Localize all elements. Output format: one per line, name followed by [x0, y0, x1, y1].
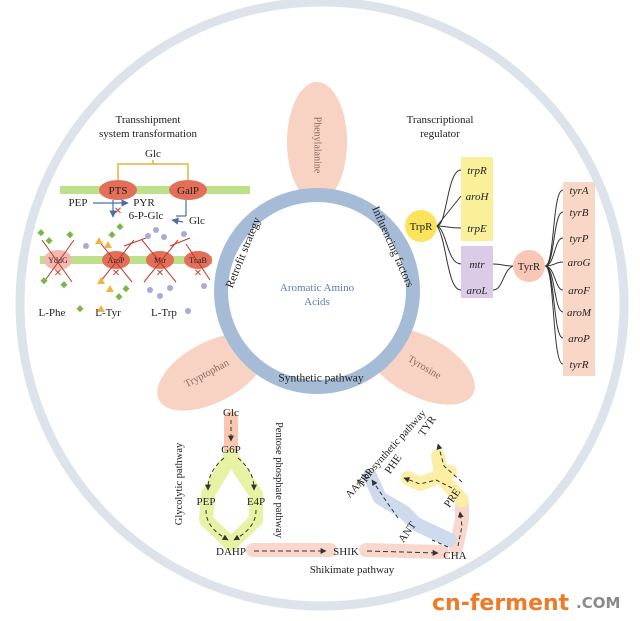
gene-tyrP: tyrP [570, 233, 589, 245]
pyr-label: PYR [133, 197, 155, 209]
gene-aroP: aroP [568, 333, 590, 345]
watermark-main: cn-ferment [432, 591, 570, 616]
efflux-arrows [41, 237, 211, 283]
regulator-title-line1: Transcriptional [407, 114, 474, 126]
yddg-transporter [44, 250, 72, 270]
tyrr-gene-box [563, 182, 595, 376]
tnab-label: TnaB [189, 256, 207, 265]
center-title-line1: Aromatic Amino [280, 282, 355, 294]
mid-gene-box [461, 246, 493, 298]
trpr-bracket [436, 169, 462, 229]
lphe-legend-label: L-Phe [39, 307, 66, 319]
gene-aroM: aroM [567, 307, 592, 319]
upper-membrane [60, 186, 250, 194]
watermark-suffix: .COM [576, 594, 620, 612]
tyrr-left-links [492, 263, 514, 291]
center-title-line2: Acids [304, 296, 330, 308]
cross-mark-pyr: ✕ [114, 206, 122, 217]
gene-aroF: aroF [568, 285, 590, 297]
label-pentose: Pentose phosphate pathway [273, 422, 284, 539]
tyrr-label: TyrR [518, 261, 541, 273]
cross-mark-yddg: ✕ [54, 268, 62, 279]
gene-trpE: trpE [467, 223, 487, 235]
pathway-glc: Glc [223, 407, 239, 419]
mid-bracket [436, 225, 462, 291]
ltyr-legend-label: L-Tyr [95, 307, 121, 319]
gene-tyrR: tyrR [570, 359, 589, 371]
pathway-g6p: G6P [221, 444, 241, 456]
petal-phenylalanine [287, 82, 347, 202]
gene-aroG: aroG [568, 257, 591, 269]
yddg-label: YddG [48, 256, 68, 265]
trp-dots [83, 227, 207, 314]
center-ring [214, 188, 420, 394]
cross-mark-mtr: ✕ [156, 268, 164, 279]
ltrp-legend-label: L-Trp [151, 307, 177, 319]
mtr-transporter [146, 251, 174, 269]
glc-top-label: Glc [145, 148, 161, 160]
transport-title-line1: Transshipment [116, 114, 181, 126]
glc-split-lines [117, 163, 189, 180]
gene-tyrB: tyrB [570, 207, 589, 219]
gene-aroL: aroL [467, 285, 488, 297]
arop-transporter [102, 251, 130, 269]
gene-aroH: aroH [466, 191, 490, 203]
tyr-triangles [95, 237, 114, 312]
glc-right-label: Glc [189, 215, 205, 227]
pathway-dahp: DAHP [216, 546, 246, 558]
gene-trpR: trpR [467, 165, 487, 177]
pathway-e4p: E4P [247, 496, 265, 508]
galp-label: GalP [177, 185, 199, 197]
tyrr-bracket [544, 189, 564, 365]
pathway-cha: CHA [443, 550, 466, 562]
label-shikimate: Shikimate pathway [310, 564, 395, 576]
pts-label: PTS [109, 185, 128, 197]
transport-title-line2: system transformation [99, 128, 198, 140]
galp-transporter [169, 180, 207, 200]
trpr-label: TrpR [410, 221, 433, 233]
tnab-transporter [184, 251, 212, 269]
label-glycolytic: Glycolytic pathway [174, 442, 185, 525]
gene-mtr: mtr [469, 259, 485, 271]
pathway-pep: PEP [197, 496, 216, 508]
p6glc-label: 6-P-Glc [129, 210, 164, 222]
petal-phenylalanine-label: Phenylalanine [312, 117, 323, 174]
regulator-title-line2: regulator [420, 128, 460, 140]
trpr-node [405, 210, 437, 242]
trpr-gene-box [461, 157, 493, 241]
tyrr-node [513, 250, 545, 282]
pathway-shik: SHIK [333, 546, 359, 558]
cross-mark-tnab: ✕ [194, 268, 202, 279]
gene-tyrA: tyrA [570, 185, 589, 197]
pep-label: PEP [69, 197, 88, 209]
arop-label: AroP [108, 256, 125, 265]
mtr-label: Mtr [154, 256, 166, 265]
pts-transporter [99, 180, 137, 200]
ring-label-synthetic: Synthetic pathway [278, 373, 364, 385]
outer-circle [15, 0, 629, 611]
pathway-highlights [199, 411, 469, 559]
cross-mark-arop: ✕ [112, 268, 120, 279]
